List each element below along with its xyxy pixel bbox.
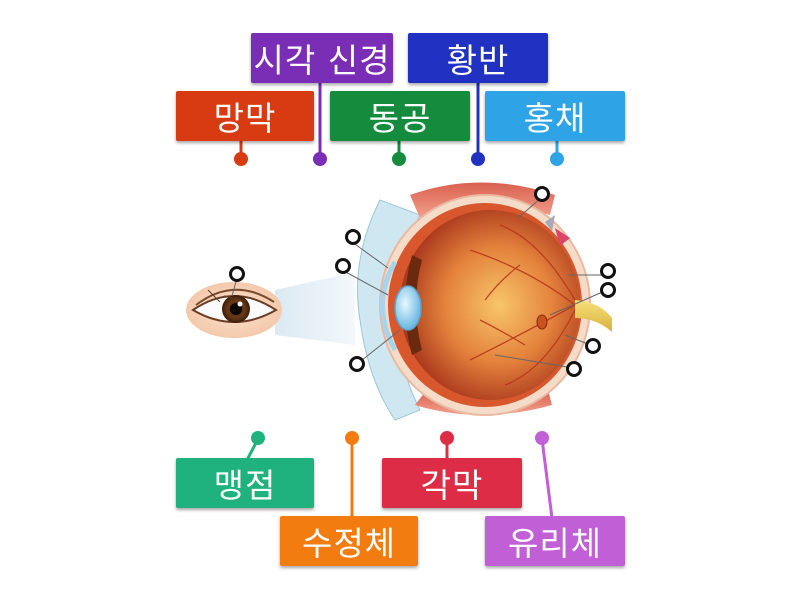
eyeball-cross-section — [357, 182, 612, 421]
label-tile-pupil[interactable]: 동공 — [330, 91, 470, 141]
view-beam — [275, 272, 355, 345]
answer-slot[interactable] — [566, 361, 582, 377]
label-tile-iris[interactable]: 홍채 — [485, 91, 625, 141]
outer-eye-illustration — [186, 282, 282, 338]
label-tile-vitreous-body[interactable]: 유리체 — [485, 516, 625, 566]
slot-pointer-lines — [231, 197, 608, 369]
label-tile-optic-nerve[interactable]: 시각 신경 — [251, 33, 393, 83]
pin-dot — [345, 431, 359, 445]
pin-dot — [313, 152, 327, 166]
label-tile-cornea[interactable]: 각막 — [382, 458, 522, 508]
pin-dot — [535, 431, 549, 445]
answer-slot[interactable] — [534, 186, 550, 202]
answer-slot[interactable] — [585, 338, 601, 354]
answer-slot[interactable] — [600, 282, 616, 298]
answer-slot[interactable] — [600, 263, 616, 279]
pin-dot — [440, 431, 454, 445]
pin-dot — [392, 152, 406, 166]
label-tile-macula[interactable]: 황반 — [408, 33, 548, 83]
answer-slot[interactable] — [229, 266, 245, 282]
pin-dot — [471, 152, 485, 166]
label-tile-retina[interactable]: 망막 — [176, 91, 314, 141]
bottom-pins — [245, 431, 554, 519]
pin-dot — [234, 152, 248, 166]
top-pins — [234, 82, 564, 166]
answer-slot[interactable] — [335, 258, 351, 274]
answer-slot[interactable] — [349, 356, 365, 372]
label-tile-lens[interactable]: 수정체 — [280, 516, 418, 566]
answer-slot[interactable] — [345, 229, 361, 245]
pin-dot — [251, 431, 265, 445]
pin-dot — [550, 152, 564, 166]
label-tile-blind-spot[interactable]: 맹점 — [176, 458, 314, 508]
